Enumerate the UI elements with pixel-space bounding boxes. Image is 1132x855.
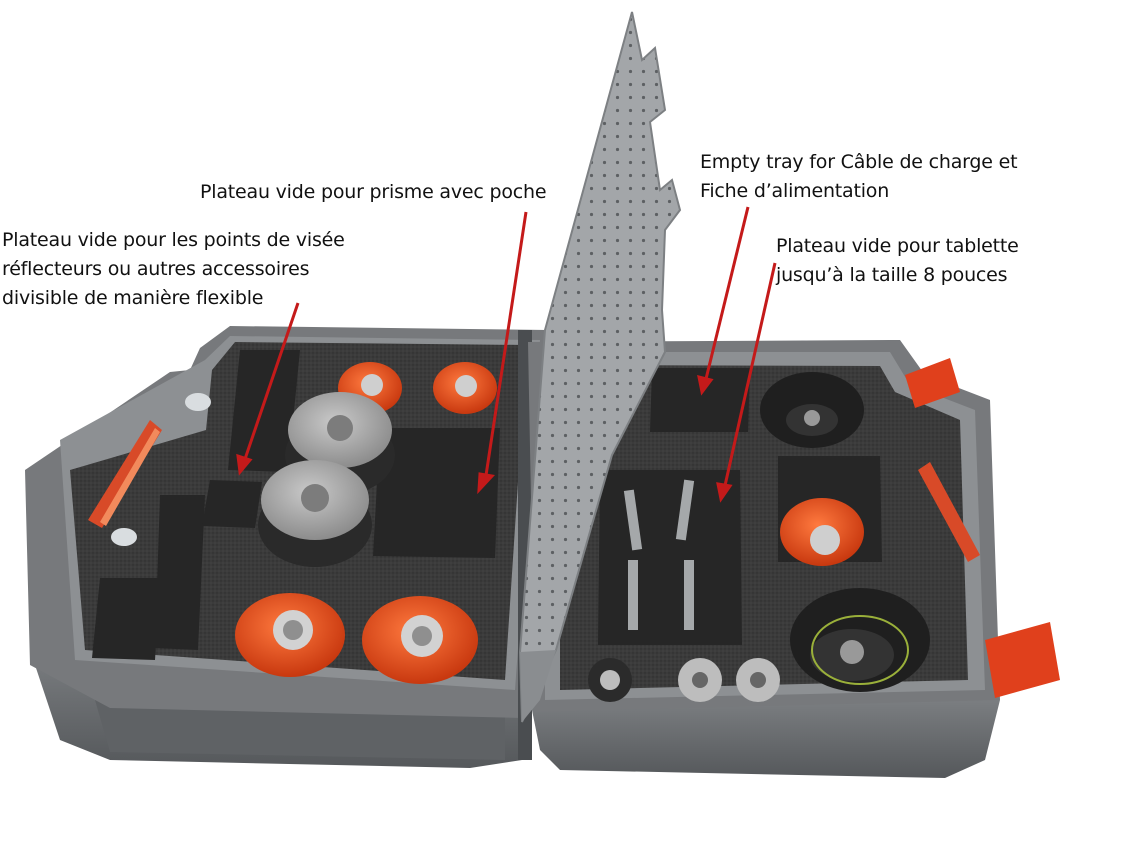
knob-1 bbox=[588, 658, 632, 702]
cylinder-small bbox=[760, 372, 864, 448]
knob-3 bbox=[736, 658, 780, 702]
cylinder-large bbox=[790, 588, 930, 692]
arrow-cable-tray bbox=[703, 206, 750, 384]
label-reflector-tray-line2: réflecteurs ou autres accessoires bbox=[2, 258, 310, 280]
arrow-tablet-tray-head bbox=[716, 482, 733, 503]
prism-large-1 bbox=[235, 593, 345, 677]
arrow-cable-tray-head bbox=[697, 374, 714, 396]
lid-panel bbox=[518, 11, 682, 723]
label-tablet-tray-line2: jusqu’à la taille 8 pouces bbox=[776, 264, 1008, 286]
label-cable-tray-line2: Fiche d’alimentation bbox=[700, 180, 890, 202]
latch-top bbox=[905, 358, 960, 408]
disc-lower bbox=[258, 460, 372, 567]
label-reflector-tray: Plateau vide pour les points de visée ré… bbox=[2, 226, 345, 313]
label-reflector-tray-line3: divisible de manière flexible bbox=[2, 287, 264, 309]
left-handle bbox=[88, 420, 162, 528]
label-tablet-tray: Plateau vide pour tablette jusqu’à la ta… bbox=[776, 232, 1019, 290]
arrow-prism-tray bbox=[483, 211, 528, 483]
label-cable-tray: Empty tray for Câble de charge et Fiche … bbox=[700, 148, 1018, 206]
arrow-reflector-tray-head bbox=[236, 453, 253, 476]
prism-large-2 bbox=[362, 596, 478, 684]
label-reflector-tray-line1: Plateau vide pour les points de visée bbox=[2, 229, 345, 251]
label-cable-tray-line1: Empty tray for Câble de charge et bbox=[700, 151, 1018, 173]
label-prism-tray-line1: Plateau vide pour prisme avec poche bbox=[200, 181, 547, 203]
knob-2 bbox=[678, 658, 722, 702]
label-prism-tray: Plateau vide pour prisme avec poche bbox=[200, 178, 547, 207]
annotation-arrows bbox=[236, 206, 777, 503]
label-tablet-tray-line1: Plateau vide pour tablette bbox=[776, 235, 1019, 257]
arrow-prism-tray-head bbox=[477, 472, 495, 495]
latch-bottom bbox=[985, 622, 1060, 698]
arrow-tablet-tray bbox=[722, 262, 777, 491]
right-handle bbox=[918, 462, 980, 562]
prism-right bbox=[780, 498, 864, 566]
prism-small-2 bbox=[433, 362, 497, 414]
arrow-reflector-tray bbox=[242, 302, 300, 463]
left-case-half bbox=[25, 326, 548, 768]
right-case-half bbox=[528, 340, 1060, 778]
